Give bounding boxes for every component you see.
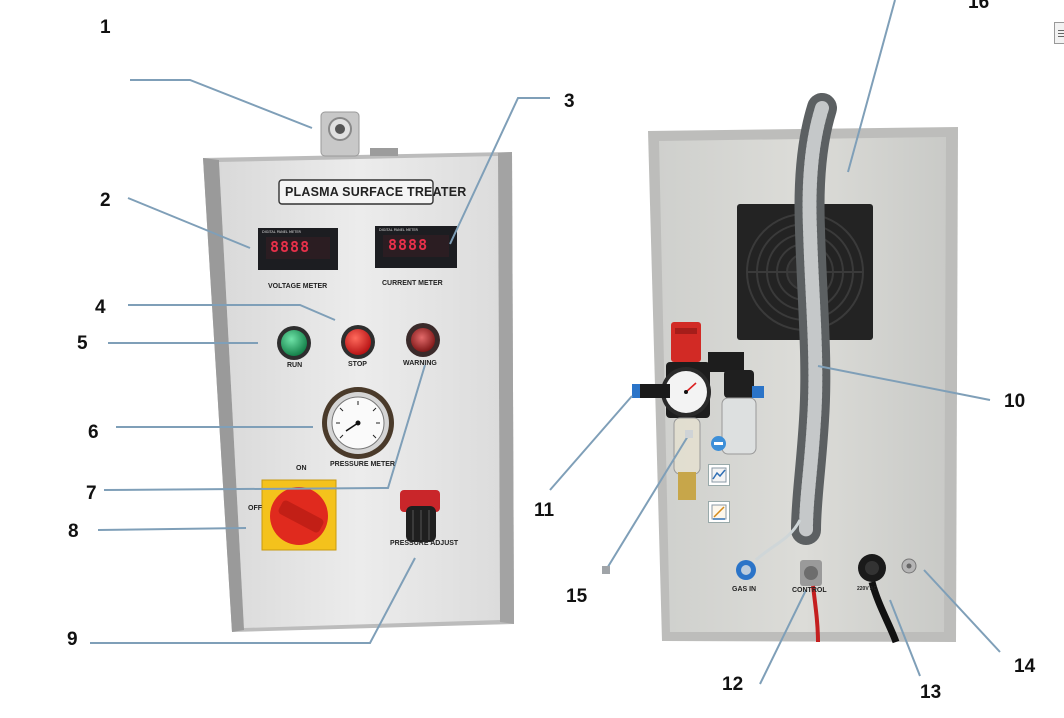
pressure-adjust-knob-graphic	[400, 490, 440, 542]
leader-7	[103, 364, 426, 491]
gas-in-connector	[736, 560, 756, 580]
stop-label: STOP	[348, 361, 367, 368]
current-meter-header: DIGITAL PANEL METER	[379, 228, 418, 232]
leader-1	[130, 79, 313, 129]
power-connector	[858, 554, 886, 582]
leader-15	[605, 435, 689, 571]
current-meter-label: CURRENT METER	[382, 280, 443, 287]
leader-10	[817, 365, 991, 401]
leader-11	[549, 395, 633, 491]
ground-terminal	[901, 558, 917, 574]
callout-13: 13	[920, 682, 942, 703]
warning-lamp-graphic	[406, 323, 440, 357]
power-cable	[868, 581, 900, 644]
panel-title: PLASMA SURFACE TREATER	[285, 185, 467, 199]
leader-14	[923, 569, 1001, 653]
callout-6: 6	[88, 422, 99, 443]
pressure-adjust-label: PRESSURE ADJUST	[390, 540, 459, 547]
leader-2	[127, 197, 251, 249]
leader-3	[449, 97, 550, 245]
rotary-switch-graphic	[261, 479, 337, 551]
switch-on-label: ON	[296, 465, 307, 472]
filter-regulator	[632, 322, 764, 500]
pressure-meter-label: PRESSURE METER	[330, 461, 395, 468]
front-unit	[203, 111, 514, 632]
callout-9: 9	[67, 629, 78, 650]
gas-in-label: GAS IN	[732, 586, 757, 593]
voltage-meter-header: DIGITAL PANEL METER	[262, 230, 301, 234]
pressure-gauge-graphic	[322, 387, 394, 459]
callout-12: 12	[722, 674, 744, 695]
callout-16: 16	[968, 0, 990, 13]
current-meter-display: 8888	[388, 236, 429, 254]
leader-15-handle-start	[602, 566, 610, 574]
run-label: RUN	[287, 362, 303, 369]
stop-button-graphic	[341, 325, 375, 359]
chart-icon[interactable]	[708, 464, 730, 486]
switch-off-label: OFF	[248, 505, 262, 512]
leader-8	[97, 527, 247, 531]
title-plate	[278, 179, 434, 205]
line-tool-icon[interactable]	[708, 501, 730, 523]
callout-11: 11	[534, 500, 555, 521]
leader-13	[889, 599, 921, 677]
side-menu-icon[interactable]	[1054, 22, 1064, 44]
callout-4: 4	[95, 297, 106, 318]
run-button-graphic	[277, 326, 311, 360]
plasma-nozzle	[320, 111, 398, 157]
leader-4	[128, 304, 336, 321]
callout-14: 14	[1014, 656, 1036, 677]
control-label: CONTROL	[792, 587, 827, 594]
gas-tube	[754, 519, 802, 562]
leader-15-handle-end	[685, 430, 693, 438]
control-connector	[800, 560, 822, 586]
control-cable-red	[811, 585, 820, 643]
front-cabinet-left-side	[203, 158, 244, 632]
callout-1: 1	[100, 17, 111, 38]
flexible-hose-highlight	[799, 101, 829, 537]
callout-10: 10	[1004, 391, 1026, 412]
voltage-meter-body	[258, 228, 338, 270]
voltage-meter-label: VOLTAGE METER	[268, 283, 328, 290]
leader-12	[759, 589, 807, 685]
callout-15: 15	[566, 586, 588, 607]
back-unit	[632, 93, 958, 644]
power-label: 220V AC	[857, 586, 878, 592]
callout-5: 5	[77, 333, 88, 354]
current-meter-body	[375, 226, 457, 268]
warning-label: WARNING	[403, 360, 437, 367]
leader-16	[847, 0, 896, 173]
callout-3: 3	[564, 91, 575, 112]
callout-7: 7	[86, 483, 97, 504]
callout-2: 2	[100, 190, 111, 211]
leader-lines	[90, 0, 1001, 685]
leader-9	[90, 557, 416, 644]
collapse-icon[interactable]	[711, 436, 726, 451]
voltage-meter-display: 8888	[270, 238, 311, 256]
callout-8: 8	[68, 521, 79, 542]
front-cabinet-right-side	[498, 152, 514, 624]
